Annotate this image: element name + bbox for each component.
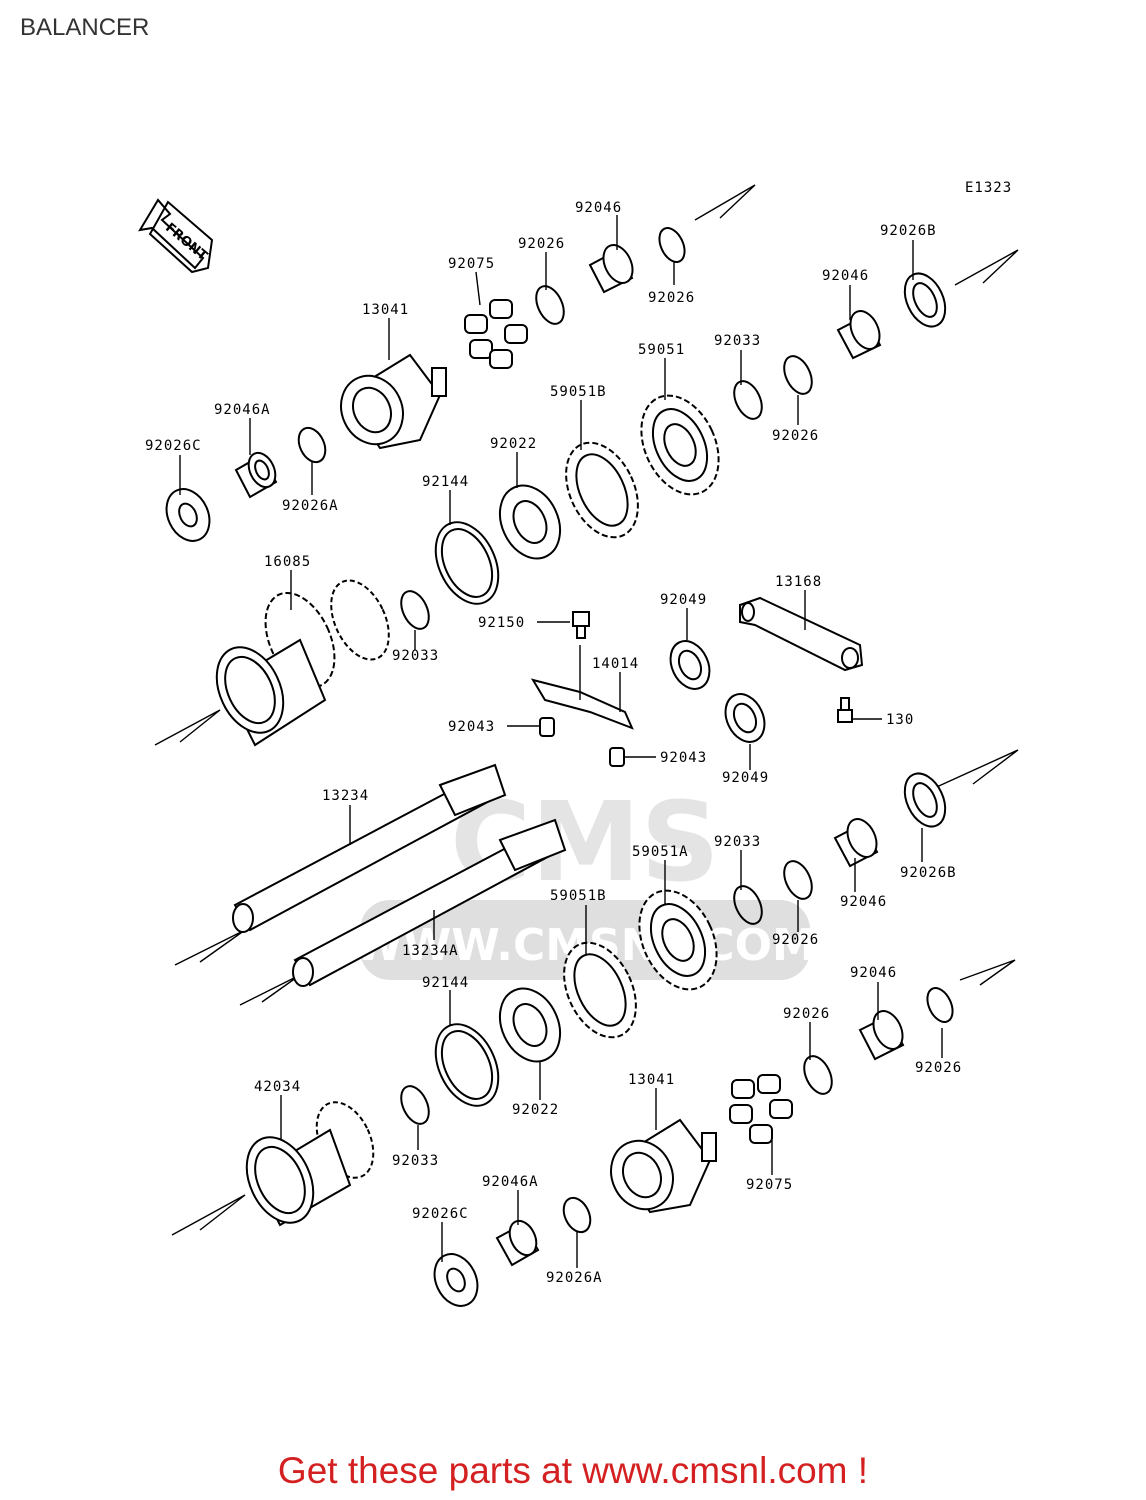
- circlip-92033-upper: [733, 380, 763, 420]
- front-arrow-icon: FRONT: [138, 198, 214, 274]
- callout-label: 92046: [822, 268, 869, 284]
- hub-13041-upper: [340, 353, 447, 450]
- oil-seal-92049-lower: [724, 693, 766, 743]
- circlip-92026a-upper: [297, 426, 327, 464]
- balancer-gear-42034: [245, 1101, 375, 1227]
- callout-label: 16085: [264, 554, 311, 570]
- callout-label: 92046: [575, 200, 622, 216]
- circlip-92033-mid: [400, 590, 430, 630]
- damper-92075-lower: [729, 1074, 793, 1144]
- needle-bearing-92046a-lower: [495, 1219, 540, 1267]
- callout-label: 92033: [392, 1153, 439, 1169]
- leader-lines: [179, 215, 943, 1268]
- callout-label: 92022: [512, 1102, 559, 1118]
- circlip-92033-lower-a: [733, 885, 763, 925]
- balancer-gear-16085: [215, 579, 390, 747]
- washer-92026b-lower: [903, 772, 947, 828]
- callout-label: 59051A: [632, 844, 689, 860]
- needle-bearing-92046-lower-a: [833, 818, 879, 868]
- circlip-92033-lower-b: [400, 1085, 430, 1125]
- callout-label: 13234: [322, 788, 369, 804]
- callout-label: 13234A: [402, 943, 459, 959]
- callout-label: 92026A: [282, 498, 339, 514]
- lever-13168: [739, 596, 864, 672]
- needle-bearing-92046-lower-b: [858, 1010, 905, 1061]
- callout-label: 92022: [490, 436, 537, 452]
- callout-label: 92026: [915, 1060, 962, 1076]
- gear-59051b-upper: [565, 441, 639, 539]
- callout-label: 92033: [714, 834, 761, 850]
- circlip-92026-lower-a: [783, 860, 813, 900]
- circlip-92026-lower-b: [803, 1055, 833, 1095]
- gear-59051-upper: [640, 394, 720, 496]
- washer-92026c-lower: [433, 1253, 479, 1307]
- callout-label: 92026C: [145, 438, 202, 454]
- needle-bearing-92046-upper-b: [836, 310, 882, 360]
- collar-92043-left: [539, 717, 555, 737]
- callout-label: 92075: [746, 1177, 793, 1193]
- callout-label: 92046A: [214, 402, 271, 418]
- callout-label: 59051: [638, 342, 685, 358]
- damper-92075-upper: [464, 299, 528, 369]
- plate-92022-lower: [498, 987, 562, 1063]
- callout-label: 92026A: [546, 1270, 603, 1286]
- circlip-92026-upper-b: [658, 227, 686, 263]
- hub-13041-lower: [610, 1118, 717, 1214]
- callout-label: 92026: [648, 290, 695, 306]
- callout-label: 92150: [478, 615, 525, 631]
- shaft-13234a: [292, 818, 567, 987]
- callout-label: 13041: [362, 302, 409, 318]
- washer-92144-lower: [434, 1023, 500, 1107]
- callout-label: 92046: [850, 965, 897, 981]
- callout-label: 130: [886, 712, 914, 728]
- callout-label: 92046A: [482, 1174, 539, 1190]
- axis-lines: [154, 184, 1019, 1236]
- callout-label: 92026B: [880, 223, 937, 239]
- callout-label: 92026C: [412, 1206, 469, 1222]
- washer-92026b-upper: [903, 272, 947, 328]
- circlip-92026-upper-c: [783, 355, 813, 395]
- callout-label: 92026B: [900, 865, 957, 881]
- callout-label: 13041: [628, 1072, 675, 1088]
- callout-label: 14014: [592, 656, 639, 672]
- callout-label: 59051B: [550, 384, 607, 400]
- callout-label: 92026: [518, 236, 565, 252]
- callout-label: 92043: [660, 750, 707, 766]
- collar-92043-right: [609, 747, 625, 767]
- washer-92144-upper: [434, 521, 500, 605]
- circlip-92026a-lower: [562, 1196, 592, 1234]
- needle-bearing-92046-upper-a: [588, 244, 634, 294]
- callout-label: 13168: [775, 574, 822, 590]
- promo-link[interactable]: Get these parts at www.cmsnl.com !: [277, 1450, 869, 1491]
- callout-labels: 92046 92026 92075 13041 92026 92026B 920…: [145, 200, 962, 1286]
- plate-92022-upper: [498, 484, 562, 560]
- needle-bearing-92046a-upper: [234, 451, 278, 499]
- oil-seal-92049-upper: [669, 640, 711, 690]
- callout-label: 92049: [722, 770, 769, 786]
- callout-label: 92049: [660, 592, 707, 608]
- callout-label: 92043: [448, 719, 495, 735]
- callout-label: 92026: [783, 1006, 830, 1022]
- callout-label: 92144: [422, 474, 469, 490]
- callout-label: 92075: [448, 256, 495, 272]
- callout-label: 92026: [772, 428, 819, 444]
- callout-label: 92144: [422, 975, 469, 991]
- bolt-92150: [572, 611, 590, 639]
- callout-label: 92046: [840, 894, 887, 910]
- circlip-92026-upper-a: [535, 285, 565, 325]
- callout-label: 59051B: [550, 888, 607, 904]
- gear-59051a-lower: [638, 889, 718, 991]
- gear-59051b-lower: [563, 941, 637, 1039]
- callout-label: 92033: [714, 333, 761, 349]
- callout-label: 92033: [392, 648, 439, 664]
- page-title: BALANCER: [20, 14, 150, 41]
- bolt-130: [837, 697, 853, 723]
- circlip-92026-lower-c: [926, 987, 954, 1023]
- shaft-13234: [232, 763, 507, 933]
- washer-92026c-upper: [165, 488, 211, 542]
- reference-code: E1323: [965, 180, 1012, 196]
- callout-label: 42034: [254, 1079, 301, 1095]
- callout-label: 92026: [772, 932, 819, 948]
